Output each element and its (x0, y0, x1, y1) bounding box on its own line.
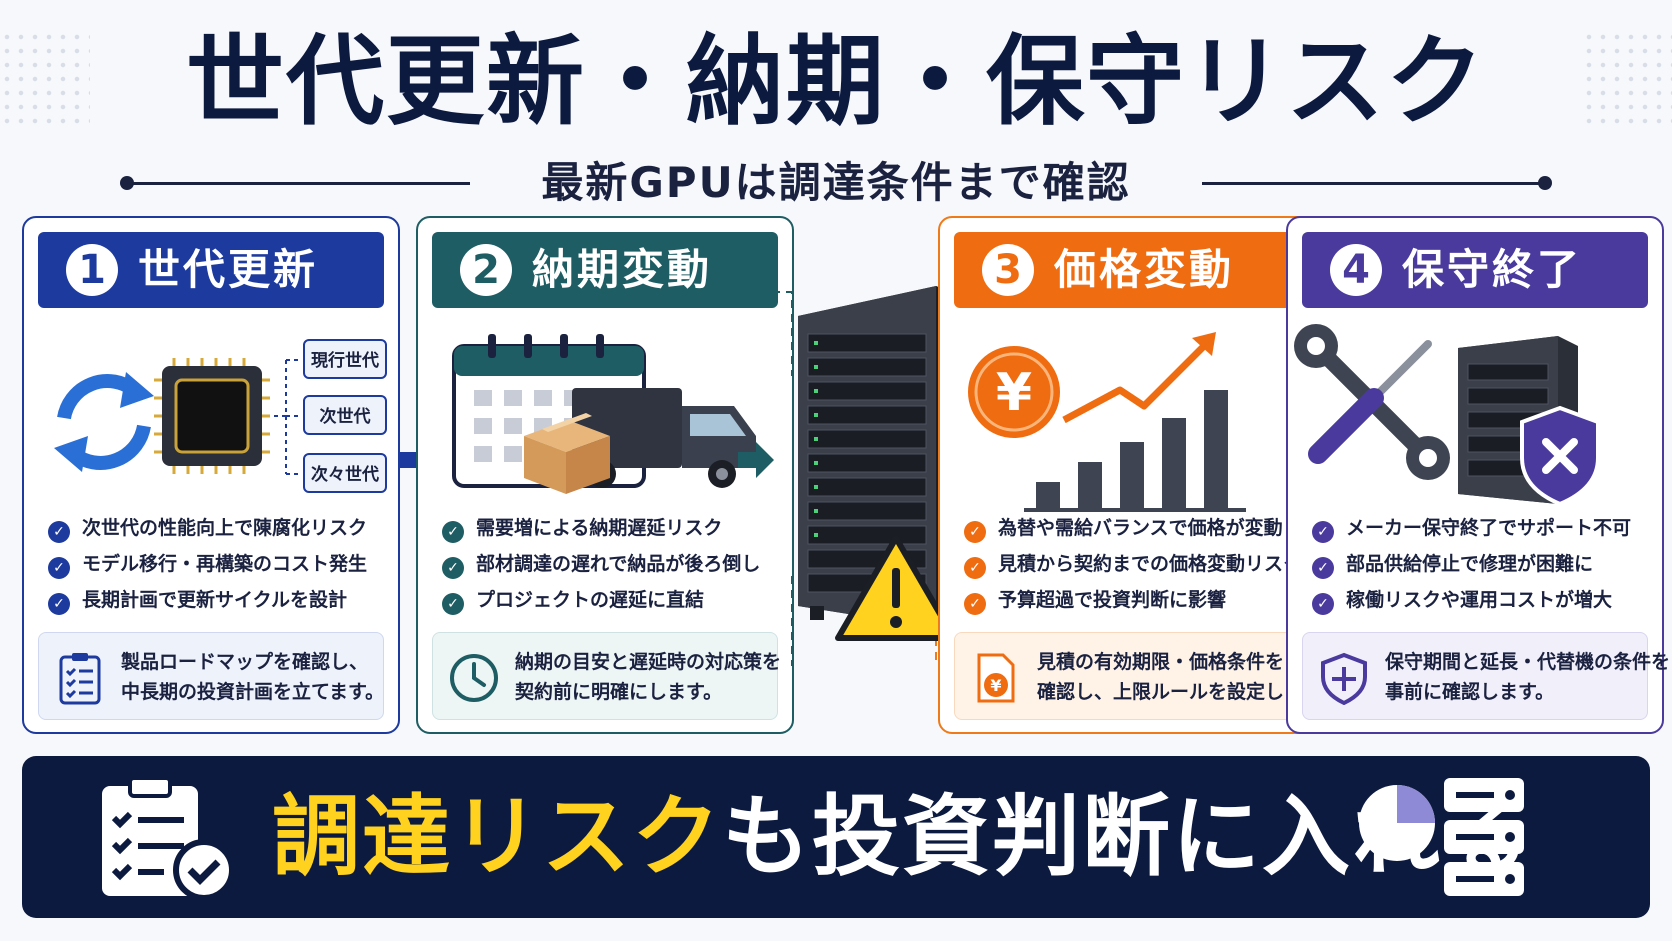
card-header: 2 納期変動 (432, 232, 778, 308)
yen-coin-icon: ¥ (968, 346, 1060, 438)
card-label: 納期変動 (532, 245, 713, 294)
card-header: 3 価格変動 (954, 232, 1300, 308)
bottom-banner: 調達リスクも投資判断に入れる (22, 756, 1650, 918)
check-icon: ✓ (1312, 521, 1334, 543)
generation-tags: 現行世代 次世代 次々世代 (303, 339, 387, 493)
tag-next: 次世代 (320, 406, 371, 427)
subtitle-row: 最新GPUは調達条件まで確認 (120, 158, 1552, 208)
tag-after-next: 次々世代 (311, 464, 379, 485)
card-number: 4 (1330, 244, 1382, 296)
banner-message: 調達リスクも投資判断に入れる (272, 756, 1532, 918)
check-icon: ✓ (964, 557, 986, 579)
coin-symbol: ¥ (996, 363, 1032, 423)
list-item: ✓次世代の性能向上で陳腐化リスク (48, 510, 388, 546)
cardboard-box-icon (524, 413, 610, 494)
check-icon: ✓ (442, 593, 464, 615)
check-icon: ✓ (964, 593, 986, 615)
list-item: ✓予算超過で投資判断に影響 (964, 582, 1304, 618)
point-list: ✓次世代の性能向上で陳腐化リスク ✓モデル移行・再構築のコスト発生 ✓長期計画で… (48, 510, 388, 618)
card-note: 保守期間と延長・代替機の条件を事前に確認します。 (1302, 632, 1670, 720)
gpu-chip-icon (154, 358, 270, 474)
shield-x-icon (1520, 405, 1600, 507)
clipboard-check-icon (102, 776, 235, 900)
card-label: 価格変動 (1054, 245, 1235, 294)
refresh-cycle-icon (54, 372, 154, 472)
list-item: ✓部材調達の遅れで納品が後ろ倒し (442, 546, 782, 582)
card-number: 2 (460, 244, 512, 296)
card-delivery-change: 2 納期変動 ✓需要増による納期遅延 (416, 216, 794, 734)
yen-document-icon: ¥ (977, 653, 1015, 703)
card-label: 世代更新 (138, 245, 319, 294)
check-icon: ✓ (442, 521, 464, 543)
list-item: ✓長期計画で更新サイクルを設計 (48, 582, 388, 618)
card-price-change: 3 価格変動 ¥ ✓為替や需給バランスで価格が変動 ✓見積から契約までの価格変動… (938, 216, 1339, 734)
card-label: 保守終了 (1402, 245, 1583, 294)
card-number: 1 (66, 244, 118, 296)
clock-icon (450, 654, 498, 702)
card-note: ¥ 見積の有効期限・価格条件を確認し、上限ルールを設定します。 (954, 632, 1339, 720)
page-title: 世代更新・納期・保守リスク (185, 25, 1486, 139)
server-stack-icon (1444, 778, 1524, 896)
card-number: 3 (982, 244, 1034, 296)
tag-current: 現行世代 (311, 350, 379, 371)
flow-arrow-right-icon (738, 442, 774, 478)
list-item: ✓メーカー保守終了でサポート不可 (1312, 510, 1652, 546)
card-note: 製品ロードマップを確認し、中長期の投資計画を立てます。 (38, 632, 384, 720)
list-item: ✓モデル移行・再構築のコスト発生 (48, 546, 388, 582)
tag-connectors (274, 359, 302, 475)
card-note: 納期の目安と遅延時の対応策を契約前に明確にします。 (432, 632, 781, 720)
list-item: ✓見積から契約までの価格変動リスク (964, 546, 1304, 582)
maintenance-illustration (1294, 324, 1600, 507)
check-icon: ✓ (48, 593, 70, 615)
dot-pattern-left (0, 30, 90, 130)
server-rack-illustration (758, 286, 964, 666)
price-illustration: ¥ (968, 332, 1246, 512)
shield-plus-icon (1321, 652, 1367, 705)
check-icon: ✓ (1312, 593, 1334, 615)
warning-triangle-icon (835, 535, 957, 641)
check-icon: ✓ (48, 521, 70, 543)
generation-illustration: 現行世代 次世代 次々世代 (54, 339, 387, 493)
delivery-illustration (452, 334, 756, 494)
check-icon: ✓ (442, 557, 464, 579)
check-icon: ✓ (48, 557, 70, 579)
subtitle: 最新GPUは調達条件まで確認 (541, 158, 1131, 207)
point-list: ✓為替や需給バランスで価格が変動 ✓見積から契約までの価格変動リスク ✓予算超過… (964, 510, 1304, 618)
clipboard-checklist-icon (59, 653, 101, 705)
check-icon: ✓ (1312, 557, 1334, 579)
list-item: ✓為替や需給バランスで価格が変動 (964, 510, 1304, 546)
card-generation-update: 1 世代更新 現行世代 次世代 (22, 216, 400, 734)
check-icon: ✓ (964, 521, 986, 543)
note-symbol: ¥ (990, 676, 1001, 695)
banner-highlight: 調達リスク (272, 785, 723, 888)
pie-chart-icon (1359, 785, 1435, 861)
point-list: ✓需要増による納期遅延リスク ✓部材調達の遅れで納品が後ろ倒し ✓プロジェクトの… (442, 510, 782, 618)
list-item: ✓プロジェクトの遅延に直結 (442, 582, 782, 618)
dot-pattern-right (1582, 30, 1672, 130)
card-maintenance-end: 4 保守終了 ✓メーカー保守終了でサポート不可 ✓部品供給停止で修理が困難に ✓… (1286, 216, 1670, 734)
list-item: ✓需要増による納期遅延リスク (442, 510, 782, 546)
list-item: ✓部品供給停止で修理が困難に (1312, 546, 1652, 582)
wrench-screwdriver-icon (1294, 324, 1450, 480)
card-header: 1 世代更新 (38, 232, 384, 308)
rising-bar-chart-icon (1024, 332, 1246, 512)
dashed-connector-left (758, 291, 793, 666)
point-list: ✓メーカー保守終了でサポート不可 ✓部品供給停止で修理が困難に ✓稼働リスクや運… (1312, 510, 1652, 618)
list-item: ✓稼働リスクや運用コストが増大 (1312, 582, 1652, 618)
card-header: 4 保守終了 (1302, 232, 1648, 308)
